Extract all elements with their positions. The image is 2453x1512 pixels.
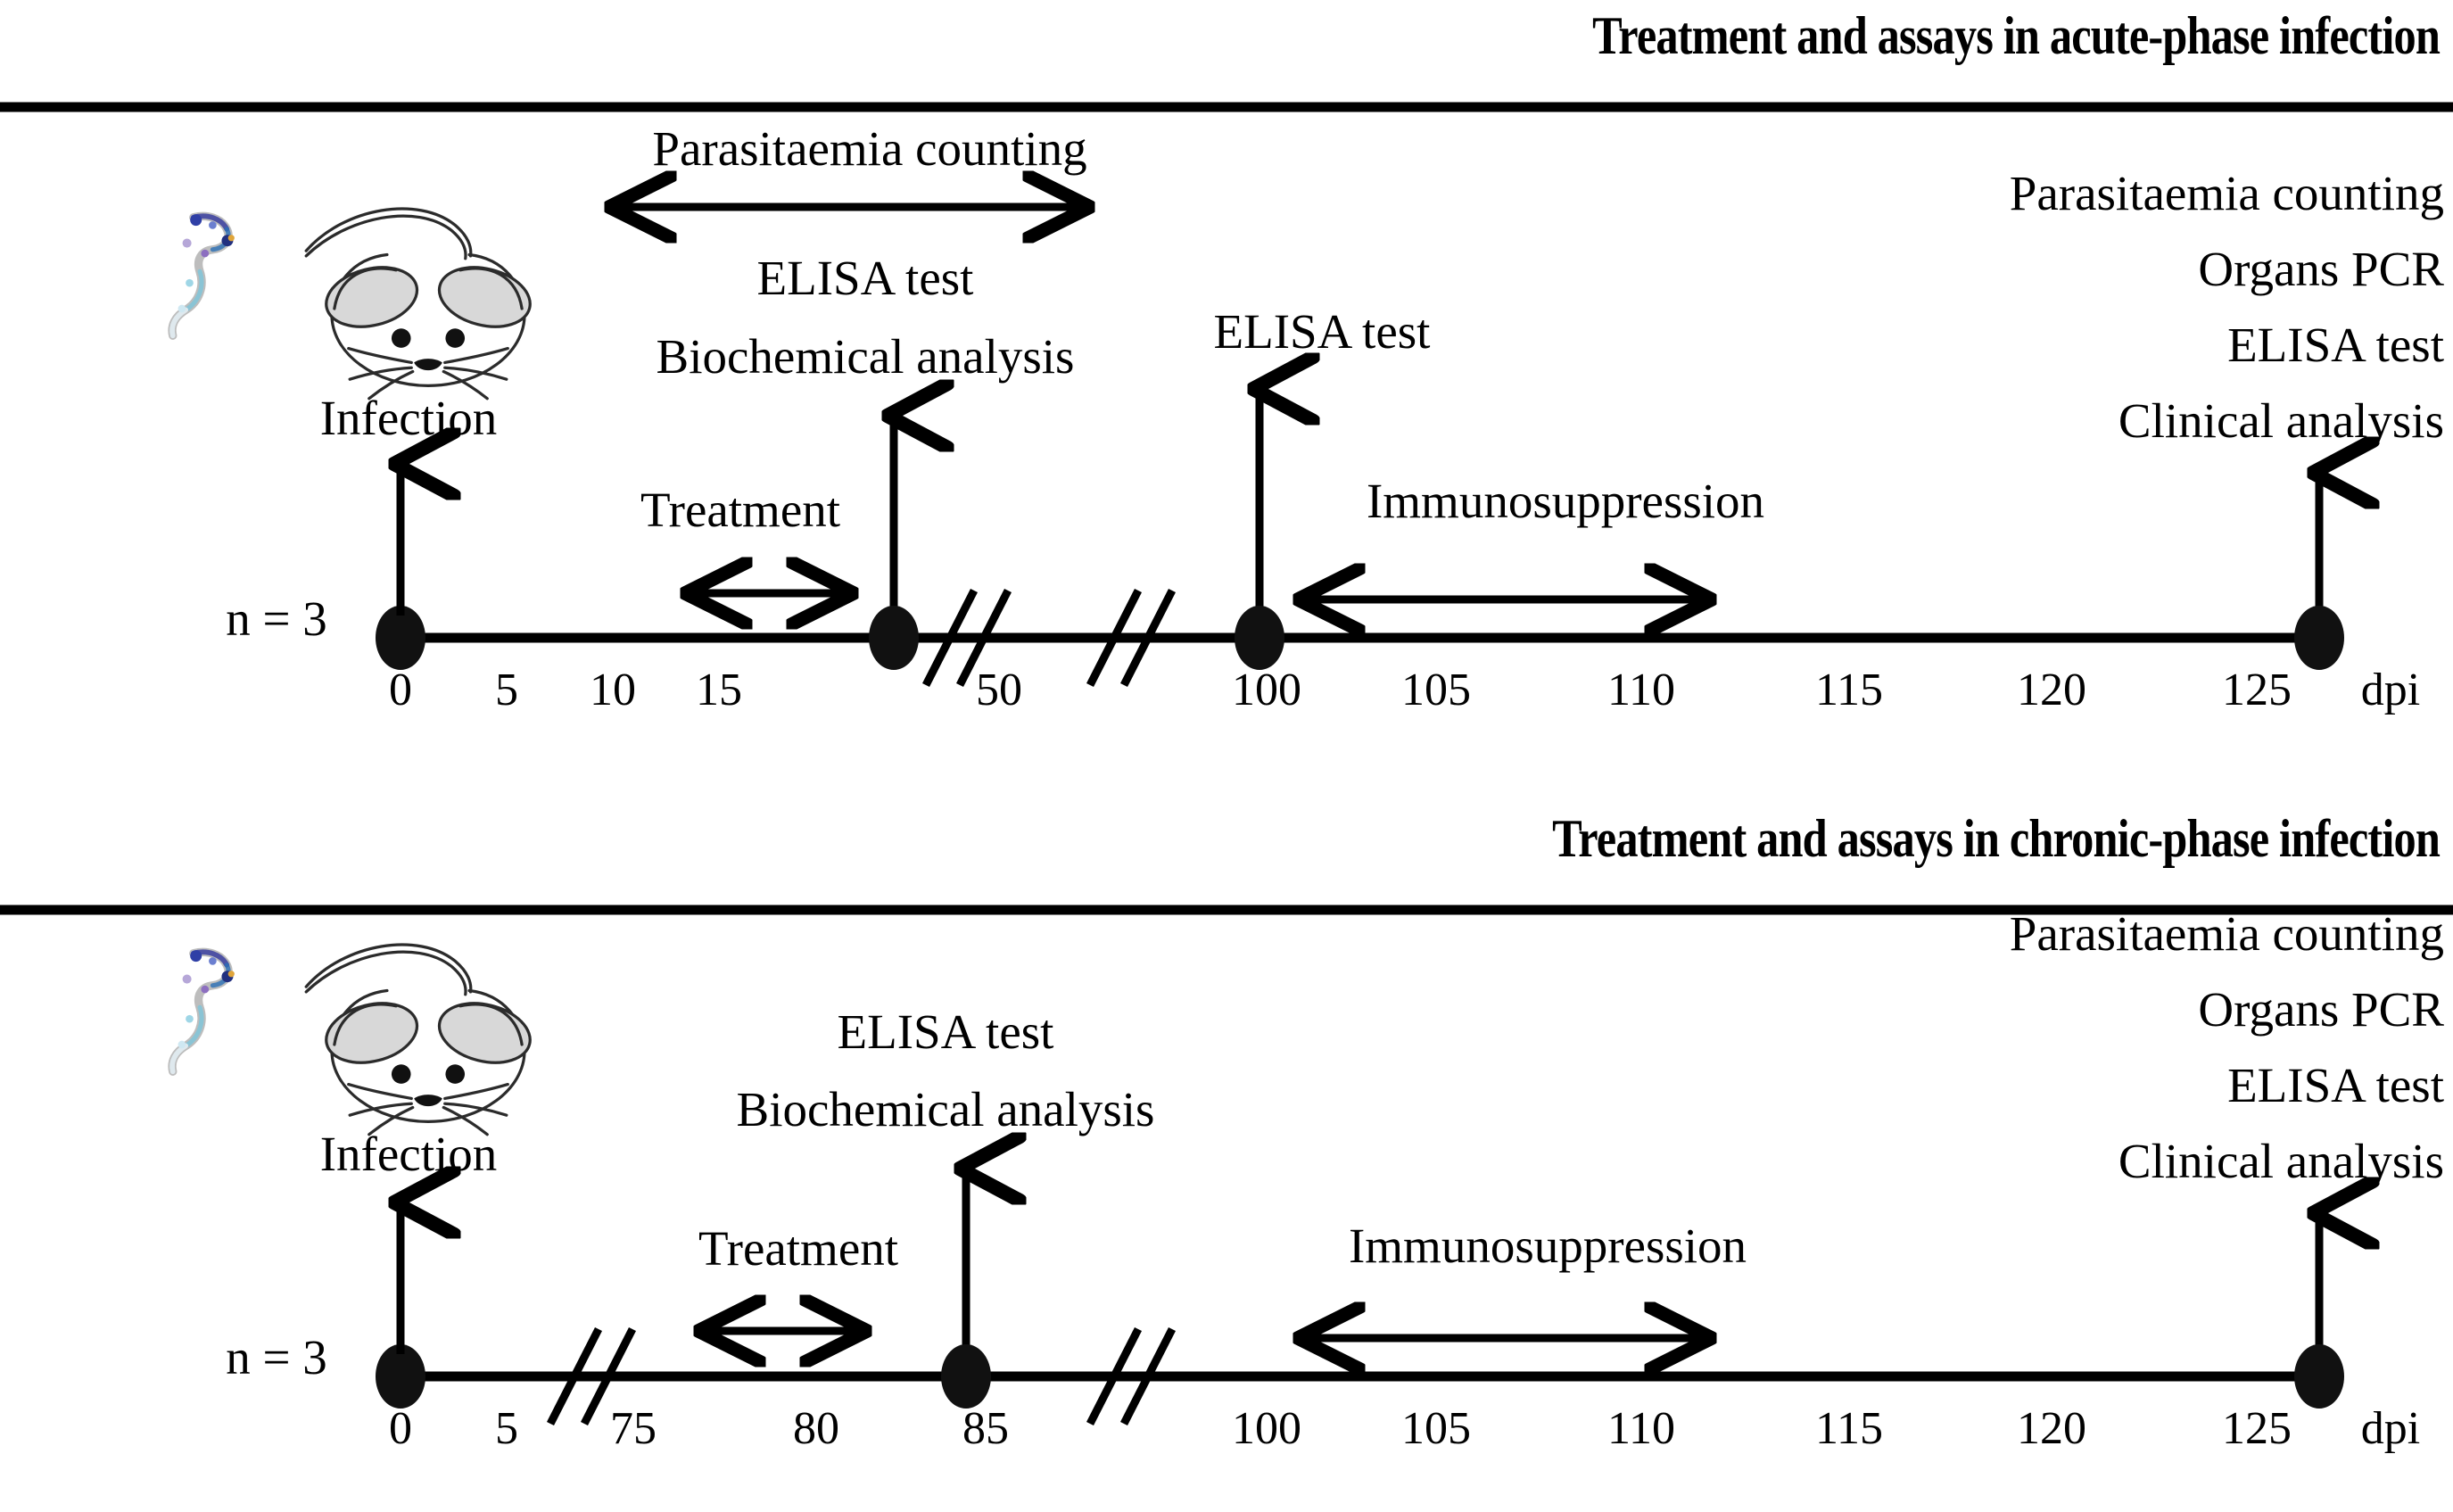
infection-label-acute: Infection	[320, 391, 498, 445]
span-label-parasitaemia-acute: Parasitaemia counting	[652, 121, 1086, 176]
endpoint-line-2-acute: Organs PCR	[2198, 242, 2444, 296]
span-label-immunosuppression-chronic: Immunosuppression	[1349, 1219, 1747, 1273]
tick-50-acute: 50	[976, 665, 1022, 715]
axis-break-1-chronic	[546, 1326, 637, 1426]
axis-unit-chronic: dpi	[2361, 1403, 2420, 1454]
mouse-icon-acute	[304, 207, 538, 401]
tick-100-chronic: 100	[1232, 1403, 1301, 1454]
axis-ticklabels-chronic: 0 5 75 80 85 100 105 110 115 120 125 dpi	[389, 1403, 2420, 1454]
event-label-elisa-15-acute: ELISA test	[757, 251, 974, 305]
sample-size-chronic: n = 3	[226, 1330, 327, 1384]
endpoint-line-4-acute: Clinical analysis	[2118, 393, 2444, 448]
timepoint-dot-125-chronic	[2294, 1344, 2344, 1409]
tick-125-chronic: 125	[2222, 1403, 2292, 1454]
timepoint-dot-100-acute	[1235, 606, 1284, 670]
endpoint-line-3-acute: ELISA test	[2227, 318, 2444, 372]
endpoint-line-1-acute: Parasitaemia counting	[2010, 166, 2444, 220]
event-label-elisa-85-chronic: ELISA test	[838, 1004, 1054, 1059]
tick-0-acute: 0	[389, 665, 412, 715]
tick-115-chronic: 115	[1815, 1403, 1883, 1454]
panel-title-acute: Treatment and assays in acute-phase infe…	[1592, 6, 2440, 65]
sample-size-acute: n = 3	[226, 591, 327, 646]
axis-break-2-chronic	[1086, 1326, 1177, 1426]
timepoint-dot-0-acute	[376, 606, 425, 670]
tick-105-acute: 105	[1401, 665, 1471, 715]
tick-10-acute: 10	[590, 665, 636, 715]
span-label-treatment-acute: Treatment	[640, 483, 840, 537]
span-label-treatment-chronic: Treatment	[698, 1221, 898, 1276]
tick-75-chronic: 75	[610, 1403, 657, 1454]
tick-115-acute: 115	[1815, 665, 1883, 715]
tick-5-chronic: 5	[495, 1403, 518, 1454]
tick-85-chronic: 85	[962, 1403, 1009, 1454]
endpoint-line-2-chronic: Organs PCR	[2198, 982, 2444, 1037]
tick-120-acute: 120	[2017, 665, 2086, 715]
axis-ticklabels-acute: 0 5 10 15 50 100 105 110 115 120 125 dpi	[389, 665, 2420, 715]
timepoint-dot-85-chronic	[941, 1344, 991, 1409]
tick-110-chronic: 110	[1607, 1403, 1675, 1454]
axis-break-1-acute	[921, 588, 1012, 688]
event-label-biochem-15-acute: Biochemical analysis	[657, 329, 1075, 384]
tick-120-chronic: 120	[2017, 1403, 2086, 1454]
mouse-icon-chronic	[304, 943, 538, 1136]
panel-title-chronic: Treatment and assays in chronic-phase in…	[1552, 809, 2440, 868]
span-label-immunosuppression-acute: Immunosuppression	[1367, 474, 1764, 528]
endpoint-line-4-chronic: Clinical analysis	[2118, 1134, 2444, 1188]
tick-105-chronic: 105	[1401, 1403, 1471, 1454]
tick-110-acute: 110	[1607, 665, 1675, 715]
endpoint-line-1-chronic: Parasitaemia counting	[2010, 906, 2444, 961]
endpoint-line-3-chronic: ELISA test	[2227, 1058, 2444, 1112]
trypanosome-icon-chronic	[172, 950, 235, 1071]
axis-break-2-acute	[1086, 588, 1177, 688]
event-label-biochem-85-chronic: Biochemical analysis	[737, 1082, 1155, 1136]
timepoint-dot-0-chronic	[376, 1344, 425, 1409]
tick-80-chronic: 80	[793, 1403, 839, 1454]
timepoint-dot-125-acute	[2294, 606, 2344, 670]
tick-100-acute: 100	[1232, 665, 1301, 715]
tick-0-chronic: 0	[389, 1403, 412, 1454]
trypanosome-icon-acute	[172, 214, 235, 335]
timepoint-dot-15-acute	[869, 606, 919, 670]
axis-unit-acute: dpi	[2361, 665, 2420, 715]
tick-5-acute: 5	[495, 665, 518, 715]
infection-label-chronic: Infection	[320, 1127, 498, 1181]
tick-15-acute: 15	[696, 665, 742, 715]
tick-125-acute: 125	[2222, 665, 2292, 715]
event-label-elisa-100-acute: ELISA test	[1214, 304, 1431, 359]
